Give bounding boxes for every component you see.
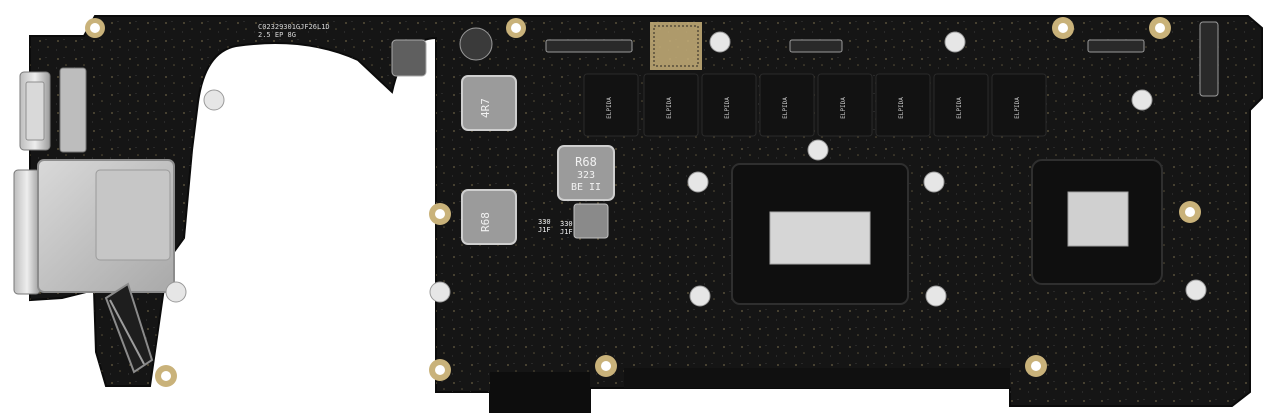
dram-brand-6: ELPIDA [898, 97, 905, 119]
inductor-left-top-label: 4R7 [479, 98, 492, 118]
dram-brand-7: ELPIDA [956, 97, 963, 119]
dram-brand-4: ELPIDA [782, 97, 789, 119]
cpu-package [731, 163, 909, 305]
inductor-center-sub1: 323 [577, 170, 595, 181]
inductors [391, 27, 615, 245]
dram-brand-5: ELPIDA [840, 97, 847, 119]
screw-posts [165, 31, 1207, 307]
cap-label-1: 330 [538, 218, 551, 226]
dram-brand-8: ELPIDA [1014, 97, 1021, 119]
inductor-left-mid-label: R68 [479, 212, 492, 232]
mounting-holes [85, 17, 1201, 387]
inductor-center-label: R68 [575, 155, 597, 169]
inductor-center-sub2: BE II [571, 182, 601, 193]
dram-brand-3: ELPIDA [724, 97, 731, 119]
dram-brand-1: ELPIDA [606, 97, 613, 119]
bottom-flex-tab [490, 372, 590, 412]
serial-line-1: C02329301GJF26L1D [258, 23, 330, 31]
dram-chip-row [583, 73, 1047, 137]
left-rf-shield [37, 159, 175, 293]
dram-brand-2: ELPIDA [666, 97, 673, 119]
cap-label-1b: J1F [538, 226, 551, 234]
flex-connector [104, 282, 154, 374]
gpu-package [1031, 159, 1163, 285]
gold-pad-cluster [650, 22, 702, 70]
cap-label-2: 330 [560, 220, 573, 228]
serial-line-2: 2.5 EP 8G [258, 31, 296, 39]
left-ports [13, 67, 87, 295]
right-connector [1199, 21, 1219, 97]
cap-label-2b: J1F [560, 228, 573, 236]
